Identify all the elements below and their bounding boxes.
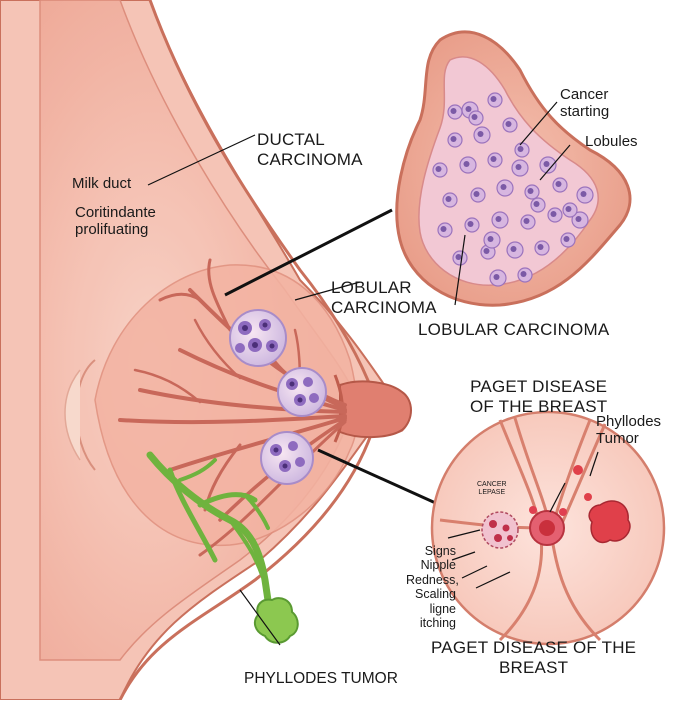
inset-cell-nucleus [472, 114, 478, 120]
inset-cell-nucleus [491, 96, 497, 102]
inset-cell-nucleus [524, 218, 530, 224]
inset-cell-nucleus [576, 216, 582, 222]
inset-cell-nucleus [521, 271, 527, 277]
inset-cell-nucleus [516, 164, 522, 170]
inset-cell-nucleus [528, 188, 534, 194]
inset-cell-nucleus [468, 221, 474, 227]
inset-cell-nucleus [474, 191, 480, 197]
lobule-upper [230, 310, 286, 366]
lobule-lower [261, 432, 313, 484]
label-lobules: Lobules [585, 133, 638, 150]
inset-cell-nucleus [551, 211, 557, 217]
label-cancer-starting: Cancer starting [560, 86, 609, 121]
cancer-lepase-cluster [482, 512, 518, 548]
inset-cell-nucleus [451, 108, 457, 114]
inset-cell-nucleus [436, 166, 442, 172]
inset-cell-nucleus [491, 156, 497, 162]
inset-cell-nucleus [478, 131, 484, 137]
inset-cell-nucleus [506, 121, 512, 127]
inset-cell-nucleus [501, 184, 507, 190]
label-coritindante: Coritindante prolifuating [75, 204, 156, 239]
inset-cell-nucleus [494, 274, 500, 280]
label-phyllodes-bottom: PHYLLODES TUMOR [244, 670, 398, 688]
inset-cell-nucleus [564, 236, 570, 242]
inset-cell-nucleus [556, 181, 562, 187]
inset-cell-nucleus [511, 246, 517, 252]
inset-cell-nucleus [566, 206, 572, 212]
phyllodes-mass [255, 598, 298, 643]
label-lobular-carcinoma-inset: LOBULAR CARCINOMA [418, 320, 609, 340]
inset-cell-nucleus [466, 106, 472, 112]
label-paget-title: PAGET DISEASE OF THE BREAST [470, 377, 607, 416]
label-lobular-carcinoma-main: LOBULAR CARCINOMA [331, 278, 437, 317]
label-cancer-lepase: CANCER LEPASE [477, 481, 507, 496]
label-ductal-carcinoma: DUCTAL CARCINOMA [257, 130, 363, 169]
inset-cell-nucleus [488, 236, 494, 242]
inset-cell-nucleus [496, 216, 502, 222]
inset-cell-nucleus [464, 161, 470, 167]
inset-cell-nucleus [518, 146, 524, 152]
label-phyllodes-inset: Phyllodes Tumor [596, 413, 661, 448]
inset-cell-nucleus [456, 254, 462, 260]
nipple [340, 381, 411, 437]
inset-cell-nucleus [544, 161, 550, 167]
inset-cell-nucleus [534, 201, 540, 207]
label-signs: Signs Nipple Redness, Scaling ligne itch… [406, 544, 456, 630]
lobule-middle [278, 368, 326, 416]
inset-cell-nucleus [451, 136, 457, 142]
label-paget-bottom: PAGET DISEASE OF THE BREAST [431, 638, 636, 677]
inset-cell-nucleus [538, 244, 544, 250]
inset-cell-nucleus [441, 226, 447, 232]
inset-cell-nucleus [581, 191, 587, 197]
inset-cell-nucleus [446, 196, 452, 202]
inset-cell-nucleus [484, 248, 490, 254]
label-milk-duct: Milk duct [72, 175, 131, 192]
